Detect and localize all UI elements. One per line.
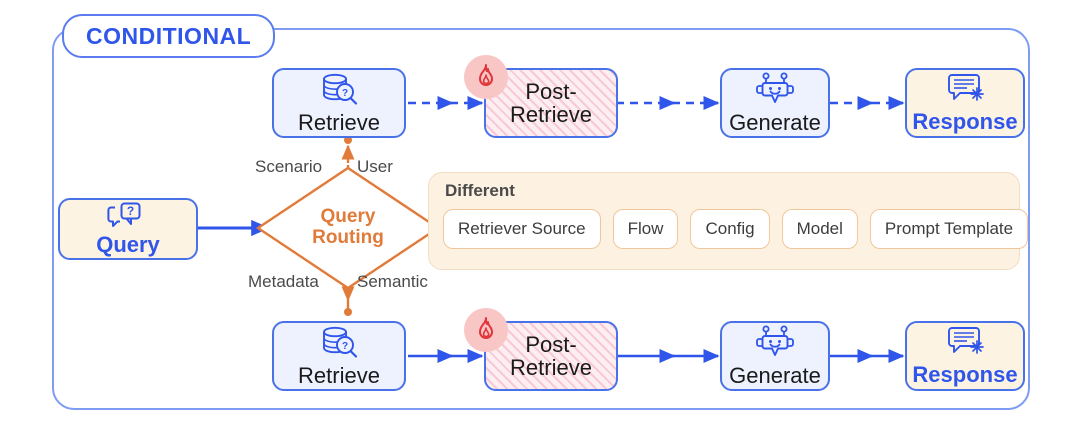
bottom-response-label: Response (912, 361, 1018, 387)
svg-text:?: ? (342, 88, 348, 99)
bottom-response-node[interactable]: Response (905, 321, 1025, 391)
top-post-retrieve-node[interactable]: Post- Retrieve (484, 68, 618, 138)
query-node[interactable]: ? Query (58, 198, 198, 260)
top-response-label: Response (912, 108, 1018, 134)
bottom-retrieve-label: Retrieve (298, 362, 380, 388)
router-line-2: Routing (312, 227, 384, 248)
top-post-retrieve-label-2: Retrieve (510, 102, 592, 127)
top-response-node[interactable]: Response (905, 68, 1025, 138)
top-retrieve-node[interactable]: ? Retrieve (272, 68, 406, 138)
chip-prompt-template[interactable]: Prompt Template (869, 209, 1029, 249)
chip-flow[interactable]: Flow (612, 209, 679, 249)
top-post-retrieve-label-1: Post- (525, 78, 577, 104)
bottom-post-retrieve-label-1: Post- (525, 331, 577, 357)
bottom-generate-label: Generate (729, 362, 821, 388)
svg-text:?: ? (127, 204, 134, 218)
response-bubble-icon (943, 326, 987, 363)
robot-icon (753, 72, 797, 111)
router-label-scenario: Scenario (255, 157, 323, 176)
chip-config[interactable]: Config (690, 209, 770, 249)
bottom-post-retrieve-label-2: Retrieve (510, 355, 592, 380)
query-routing-text: Query Routing (258, 168, 438, 288)
conditional-frame (52, 28, 1030, 410)
router-label-user: User (357, 157, 393, 176)
different-panel: Different Retriever Source Flow Config M… (428, 172, 1029, 270)
query-label: Query (96, 231, 160, 257)
question-chat-icon: ? (107, 202, 149, 233)
chip-model[interactable]: Model (781, 209, 858, 249)
top-retrieve-label: Retrieve (298, 109, 380, 135)
query-routing-diamond[interactable]: Query Routing (258, 168, 438, 288)
robot-icon (753, 325, 797, 364)
top-generate-node[interactable]: Generate (720, 68, 830, 138)
router-label-metadata: Metadata (248, 272, 319, 291)
response-bubble-icon (943, 73, 987, 110)
different-panel-title: Different (445, 181, 515, 200)
bottom-fire-icon (464, 308, 508, 352)
database-search-icon: ? (319, 72, 359, 111)
different-chip-list: Retriever Source Flow Config Model Promp… (443, 209, 1029, 249)
router-line-1: Query (320, 206, 376, 228)
bottom-retrieve-node[interactable]: ? Retrieve (272, 321, 406, 391)
chip-retriever-source[interactable]: Retriever Source (443, 209, 601, 249)
router-label-semantic: Semantic (357, 272, 428, 291)
top-generate-label: Generate (729, 109, 821, 135)
bottom-generate-node[interactable]: Generate (720, 321, 830, 391)
conditional-badge: CONDITIONAL (62, 14, 276, 58)
top-fire-icon (464, 55, 508, 99)
svg-text:?: ? (342, 341, 348, 352)
database-search-icon: ? (319, 325, 359, 364)
